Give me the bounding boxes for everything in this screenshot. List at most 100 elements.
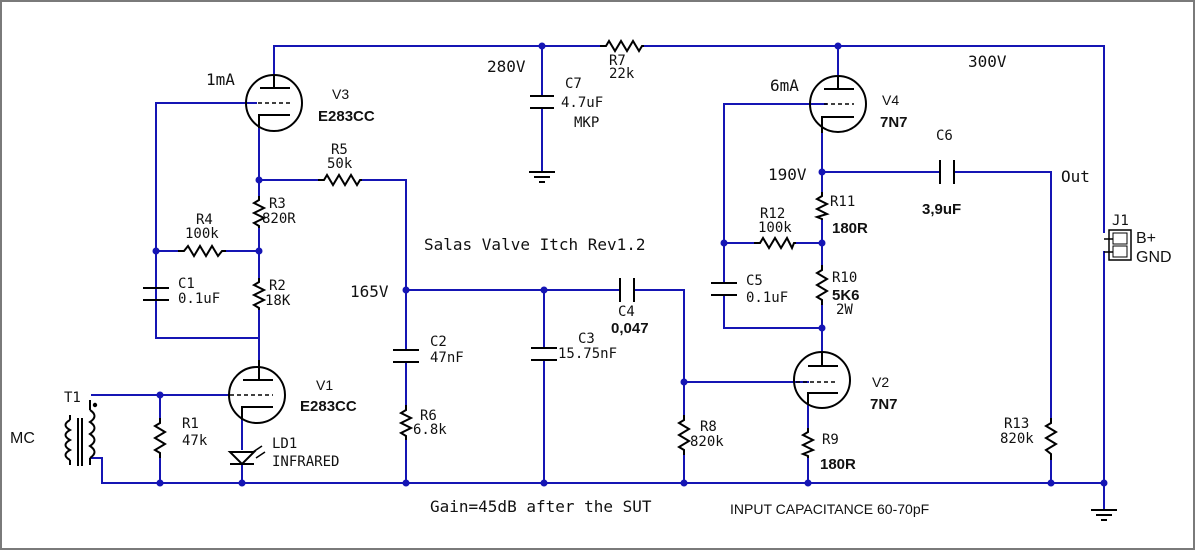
r4-ref: R4 (196, 212, 213, 228)
r8-ref: R8 (700, 419, 717, 435)
current-1ma: 1mA (206, 70, 235, 89)
ld1-ref: LD1 (272, 436, 297, 452)
c5-ref: C5 (746, 273, 763, 289)
labels: Salas Valve Itch Rev1.2 Gain=45dB after … (10, 52, 1172, 517)
r7-value: 22k (609, 66, 635, 82)
r3-ref: R3 (269, 196, 286, 212)
voltage-280v: 280V (487, 57, 526, 76)
c6-value: 3,9uF (922, 201, 961, 218)
resistor-r7 (600, 39, 644, 53)
resistor-r12 (754, 235, 796, 251)
c3-value: 15.75nF (558, 346, 617, 362)
r1-value: 47k (182, 433, 208, 449)
ld1-value: INFRARED (272, 454, 339, 470)
c4-ref: C4 (618, 304, 635, 320)
gain-note: Gain=45dB after the SUT (430, 497, 652, 516)
r6-ref: R6 (420, 408, 437, 424)
wires (91, 45, 1105, 511)
v4-ref: V4 (882, 92, 899, 108)
t1-ref: T1 (64, 390, 81, 406)
valve-icon-v1 (228, 360, 286, 424)
bplus-label: B+ (1136, 230, 1156, 247)
voltage-190v: 190V (768, 165, 807, 184)
capacitor-c5 (711, 282, 737, 296)
ground-icon-c7 (529, 171, 555, 183)
r9-value: 180R (820, 456, 856, 473)
r10-ref: R10 (832, 270, 857, 286)
valve-icon-v2 (793, 351, 851, 409)
c7-extra: MKP (574, 115, 599, 131)
v1-ref: V1 (316, 377, 333, 393)
r13-ref: R13 (1004, 416, 1029, 432)
resistor-r10 (815, 265, 829, 305)
c7-ref: C7 (565, 76, 582, 92)
c7-value: 4.7uF (561, 95, 603, 111)
r10-value: 5K6 (832, 287, 860, 304)
r9-ref: R9 (822, 432, 839, 448)
c1-value: 0.1uF (178, 291, 220, 307)
r2-value: 18K (265, 293, 291, 309)
c4-value: 0,047 (611, 320, 649, 337)
v3-ref: V3 (332, 86, 349, 102)
r8-value: 820k (690, 434, 724, 450)
capacitor-c4 (619, 278, 635, 302)
diagram-title: Salas Valve Itch Rev1.2 (424, 235, 646, 254)
valve-icon-v3 (245, 74, 303, 132)
v2-value: 7N7 (870, 396, 898, 413)
r7-ref: R7 (609, 53, 626, 69)
r5-ref: R5 (331, 142, 348, 158)
r10-extra: 2W (836, 302, 853, 318)
r12-value: 100k (758, 220, 792, 236)
out-label: Out (1061, 167, 1090, 186)
resistor-r5 (318, 173, 362, 187)
resistor-r13 (1044, 418, 1058, 460)
v2-ref: V2 (872, 374, 889, 390)
capacitor-c2 (393, 349, 419, 363)
resistor-r6 (398, 405, 414, 440)
resistor-r4 (178, 244, 226, 258)
c2-value: 47nF (430, 350, 464, 366)
r2-ref: R2 (269, 278, 286, 294)
gnd-label: GND (1136, 249, 1172, 266)
c3-ref: C3 (578, 331, 595, 347)
v3-value: E283CC (318, 108, 375, 125)
r12-ref: R12 (760, 206, 785, 222)
resistor-r9 (800, 428, 816, 458)
ground-icon-main (1091, 509, 1117, 521)
junctions (152, 42, 1108, 487)
connector-icon-j1 (1104, 229, 1132, 261)
capacitor-c6 (939, 160, 955, 184)
r13-value: 820k (1000, 431, 1034, 447)
capacitor-c1 (143, 287, 169, 301)
capacitor-c7 (530, 95, 554, 109)
input-capacitance-note: INPUT CAPACITANCE 60-70pF (730, 501, 929, 517)
j1-ref: J1 (1112, 213, 1129, 229)
c6-ref: C6 (936, 128, 953, 144)
r6-value: 6.8k (413, 422, 447, 438)
mc-label: MC (10, 430, 35, 447)
r11-value: 180R (832, 220, 868, 237)
capacitor-c3 (531, 347, 557, 361)
resistor-r11 (813, 192, 830, 220)
r11-ref: R11 (830, 194, 855, 210)
r4-value: 100k (185, 226, 219, 242)
r3-value: 820R (262, 211, 296, 227)
c2-ref: C2 (430, 334, 447, 350)
resistor-r1 (153, 418, 167, 458)
c5-value: 0.1uF (746, 290, 788, 306)
r5-value: 50k (327, 156, 353, 172)
valve-icon-v4 (809, 75, 867, 133)
resistor-r8 (677, 415, 691, 455)
voltage-165v: 165V (350, 282, 389, 301)
c1-ref: C1 (178, 276, 195, 292)
v4-value: 7N7 (880, 114, 908, 131)
v1-value: E283CC (300, 398, 357, 415)
voltage-300v: 300V (968, 52, 1007, 71)
led-icon-ld1 (227, 445, 266, 466)
transformer-icon-t1 (64, 400, 98, 466)
resistor-r3 (251, 196, 267, 228)
resistor-r2 (251, 278, 267, 310)
current-6ma: 6mA (770, 76, 799, 95)
